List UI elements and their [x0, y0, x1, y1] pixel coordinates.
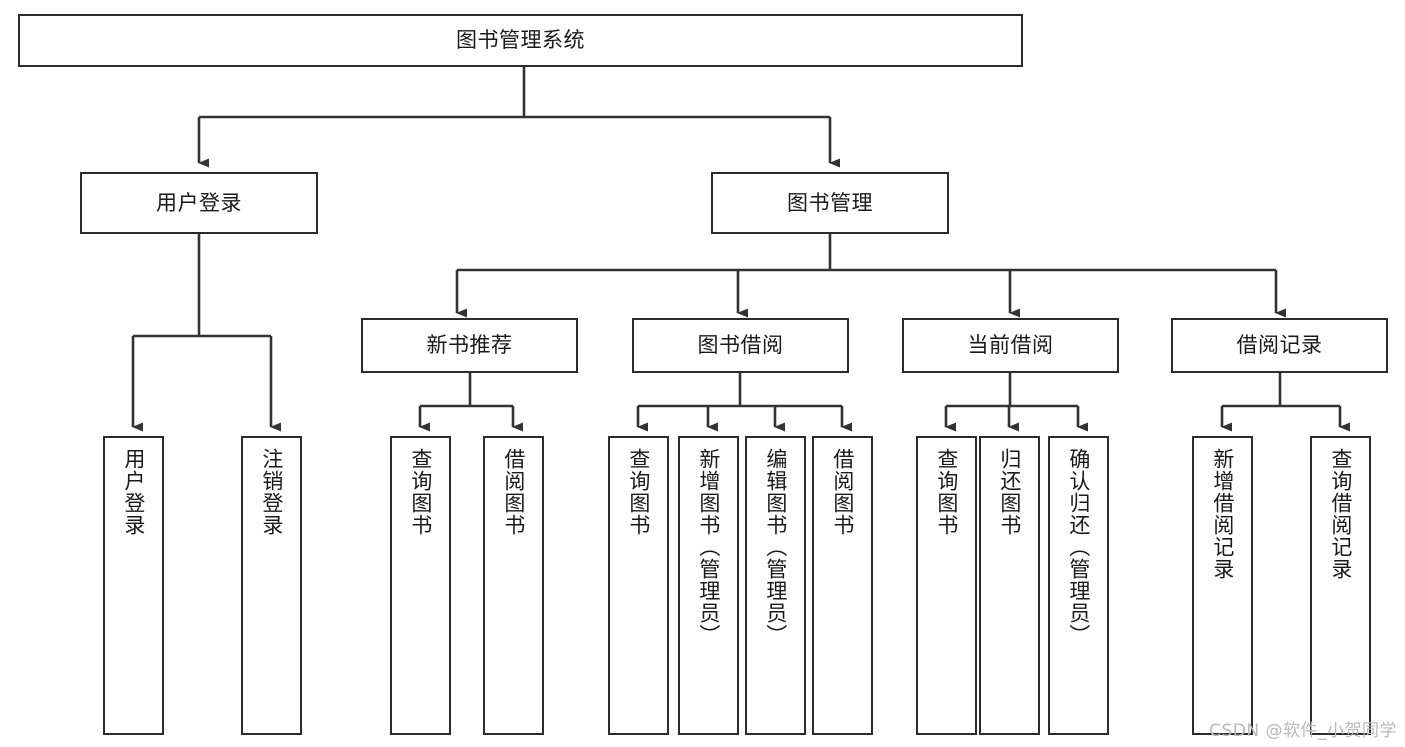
node-leaf-borrow-book-recommend[interactable]: 借阅图书: [483, 436, 544, 735]
node-leaf-add-borrow-record[interactable]: 新增借阅记录: [1192, 436, 1253, 735]
node-label: 查询图书: [408, 448, 433, 536]
node-label: 借阅图书: [501, 448, 526, 536]
node-label: 用户登录: [156, 190, 242, 215]
node-book-management[interactable]: 图书管理: [711, 172, 949, 234]
node-borrow-record[interactable]: 借阅记录: [1171, 318, 1388, 373]
node-label: 新增图书（管理员）: [696, 448, 721, 646]
node-label: 新书推荐: [426, 333, 513, 358]
watermark-text: CSDN @软件_小贺同学: [1209, 721, 1397, 741]
node-leaf-edit-book-admin[interactable]: 编辑图书（管理员）: [745, 436, 806, 735]
node-current-borrow[interactable]: 当前借阅: [902, 318, 1119, 373]
node-label: 归还图书: [997, 448, 1022, 536]
node-leaf-add-book-admin[interactable]: 新增图书（管理员）: [678, 436, 739, 735]
node-leaf-logout[interactable]: 注销登录: [241, 436, 302, 735]
node-label: 查询借阅记录: [1328, 448, 1353, 580]
node-leaf-return-book[interactable]: 归还图书: [979, 436, 1040, 735]
node-label: 图书管理: [787, 190, 873, 215]
node-leaf-query-borrow-record[interactable]: 查询借阅记录: [1310, 436, 1371, 735]
node-label: 用户登录: [121, 448, 146, 536]
node-label: 图书借阅: [697, 333, 784, 358]
node-new-book-recommend[interactable]: 新书推荐: [361, 318, 578, 373]
node-label: 查询图书: [934, 448, 959, 536]
node-leaf-borrow-book[interactable]: 借阅图书: [812, 436, 873, 735]
node-label: 借阅记录: [1236, 333, 1323, 358]
node-leaf-confirm-return-admin[interactable]: 确认归还（管理员）: [1048, 436, 1109, 735]
node-label: 新增借阅记录: [1210, 448, 1235, 580]
node-leaf-query-book-borrow[interactable]: 查询图书: [608, 436, 669, 735]
node-leaf-query-book-recommend[interactable]: 查询图书: [390, 436, 451, 735]
node-book-borrow[interactable]: 图书借阅: [632, 318, 849, 373]
node-root-book-management-system[interactable]: 图书管理系统: [18, 14, 1023, 67]
node-leaf-query-book-current[interactable]: 查询图书: [916, 436, 977, 735]
node-user-login[interactable]: 用户登录: [80, 172, 318, 234]
node-label: 图书管理系统: [456, 28, 585, 53]
node-label: 借阅图书: [830, 448, 855, 536]
node-label: 注销登录: [259, 448, 284, 536]
node-leaf-user-login[interactable]: 用户登录: [103, 436, 164, 735]
node-label: 编辑图书（管理员）: [763, 448, 788, 646]
node-label: 当前借阅: [967, 333, 1054, 358]
node-label: 查询图书: [626, 448, 651, 536]
node-label: 确认归还（管理员）: [1066, 448, 1091, 646]
